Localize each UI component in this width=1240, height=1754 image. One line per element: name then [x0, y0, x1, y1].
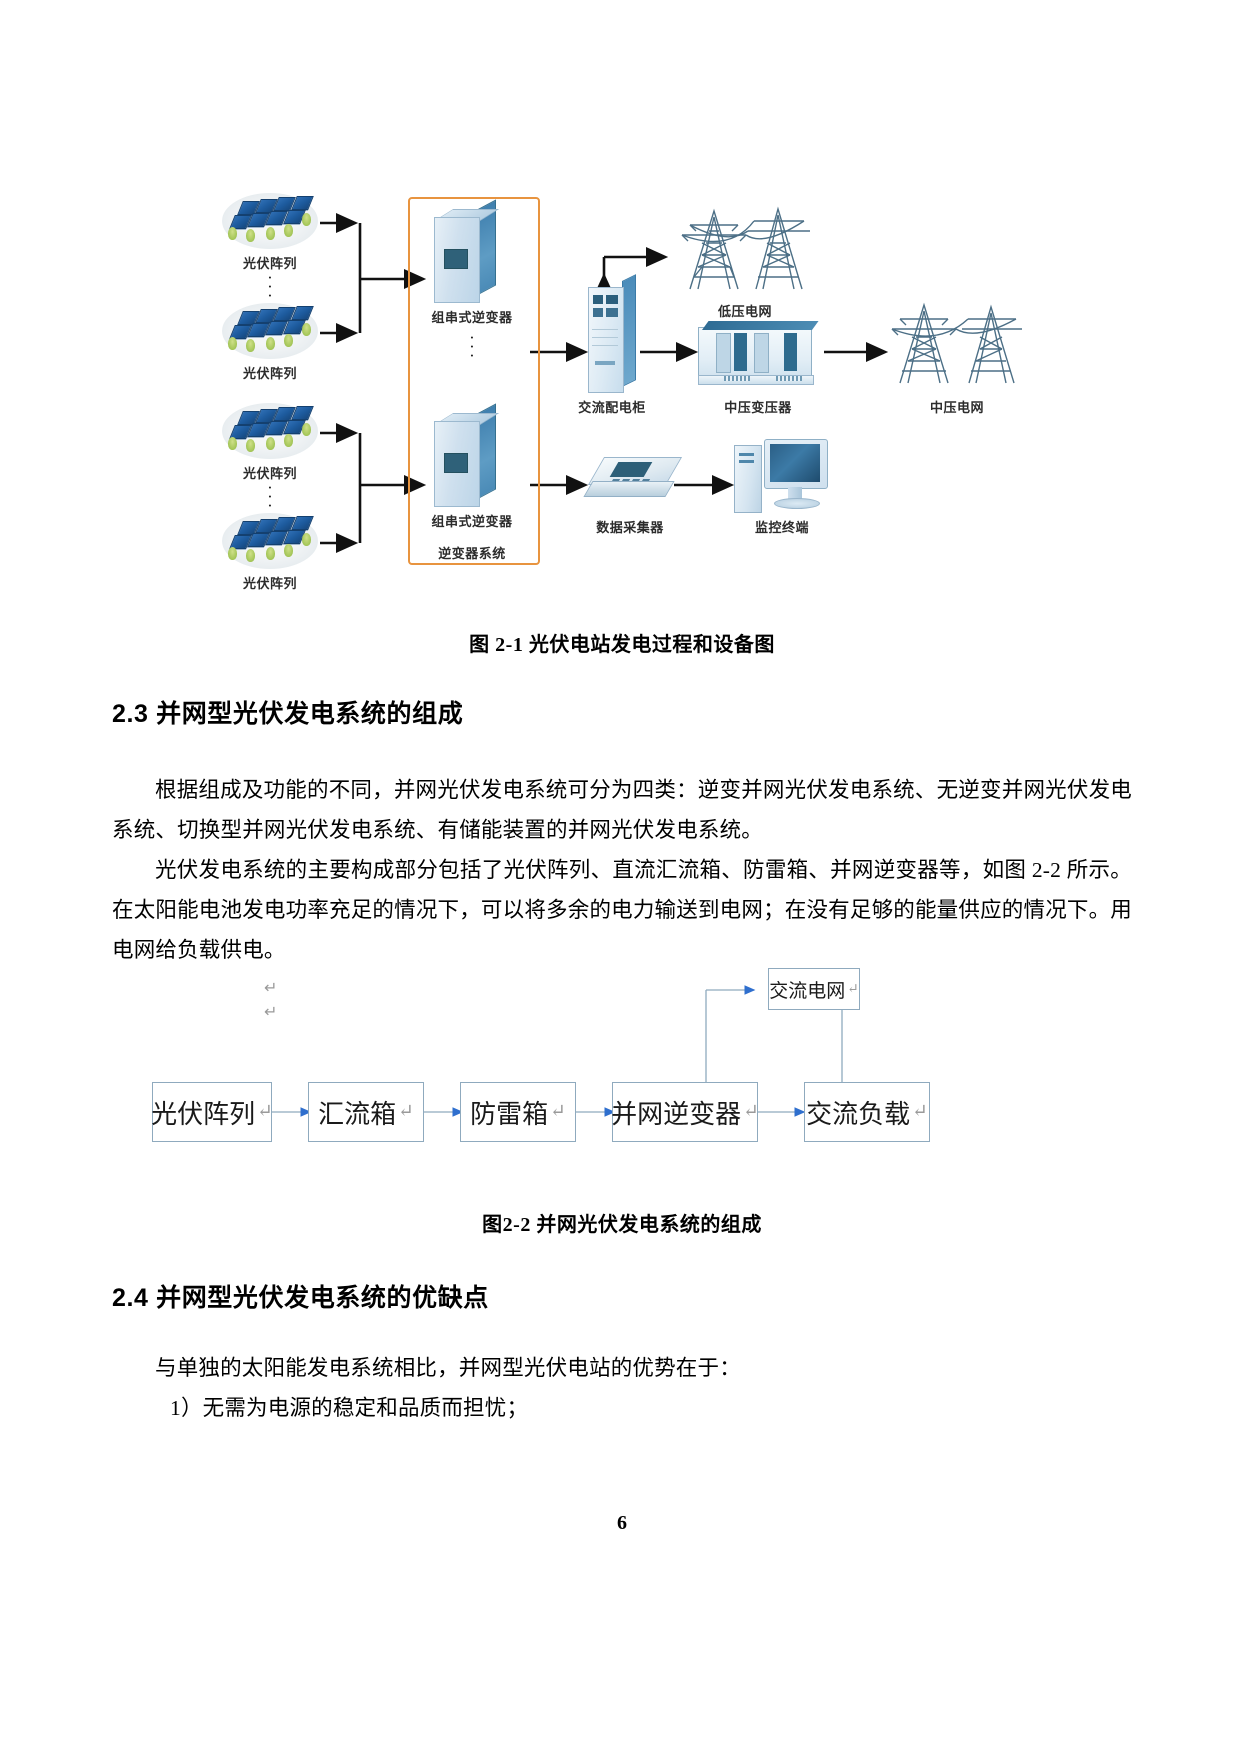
flow-box-combiner-label: 汇流箱: [318, 1099, 397, 1129]
figure-2-1-caption: 图 2-1 光伏电站发电过程和设备图: [469, 634, 775, 656]
monitor-terminal-label: 监控终端: [754, 521, 809, 536]
medium-voltage-transformer-graphic: [698, 317, 819, 389]
figure-2-2-caption: 图2-2 并网光伏发电系统的组成: [482, 1214, 762, 1236]
paragraph-2-4-1: 与单独的太阳能发电系统相比，并网型光伏电站的优势在于：: [155, 1356, 741, 1380]
flow-box-ac-load[interactable]: 交流负载↵: [804, 1082, 930, 1142]
data-logger-label: 数据采集器: [596, 521, 664, 536]
pv-array-ellipsis-1: ···: [267, 268, 273, 305]
flow-box-ac-load-label: 交流负载: [806, 1099, 911, 1129]
medium-voltage-grid-label: 中压电网: [929, 401, 984, 416]
flow-box-lightning[interactable]: 防雷箱↵: [460, 1082, 576, 1142]
flow-box-grid-inverter-label: 并网逆变器: [611, 1099, 742, 1129]
flow-box-ac-grid-label: 交流电网: [769, 980, 846, 1002]
inverter-system-label: 逆变器系统: [438, 547, 506, 562]
flow-box-pv-array[interactable]: 光伏阵列↵: [151, 1082, 273, 1142]
figure-2-2-flowchart: ↵ ↵: [112, 960, 1132, 1190]
list-item-2-4-1: 1）无需为电源的稳定和品质而担忧；: [170, 1396, 529, 1420]
pv-array-label-1: 光伏阵列: [242, 257, 297, 272]
pv-array-graphic-3: [222, 403, 318, 459]
flow-box-lightning-mark: ↵: [550, 1101, 566, 1122]
pv-array-label-4: 光伏阵列: [242, 577, 297, 592]
pv-array-ellipsis-2: ···: [267, 478, 273, 515]
flow-box-ac-load-mark: ↵: [912, 1101, 928, 1122]
string-inverter-label-2: 组串式逆变器: [431, 515, 513, 530]
flow-box-pv-array-label: 光伏阵列: [151, 1099, 256, 1129]
figure-2-1-illustration: 光伏阵列 ··· 光伏阵列: [212, 185, 1022, 592]
medium-voltage-grid-pylon-graphic: [891, 302, 1022, 384]
flow-box-grid-inverter[interactable]: 并网逆变器↵: [611, 1082, 759, 1142]
flow-box-lightning-label: 防雷箱: [470, 1099, 549, 1129]
flow-box-ac-grid-mark: ↵: [847, 981, 859, 996]
heading-2-3: 2.3 并网型光伏发电系统的组成: [112, 700, 464, 728]
inverter-system-frame: [408, 197, 540, 565]
medium-voltage-transformer-label: 中压变压器: [724, 401, 792, 416]
inverter-ellipsis: ···: [469, 328, 475, 365]
pv-array-graphic-4: [222, 513, 318, 569]
pv-array-graphic-1: [222, 193, 318, 249]
ac-distribution-cabinet-graphic: [588, 274, 636, 393]
figure-2-1-connectors: [320, 212, 889, 554]
string-inverter-graphic-1: [434, 199, 500, 303]
flow-box-pv-array-mark: ↵: [257, 1101, 273, 1122]
string-inverter-graphic-2: [434, 403, 500, 507]
monitor-terminal-graphic: [734, 437, 830, 521]
return-mark-1: ↵: [264, 978, 278, 997]
pv-array-graphic-2: [222, 303, 318, 359]
page-content: 光伏阵列 ··· 光伏阵列: [112, 0, 1132, 1754]
flow-box-combiner[interactable]: 汇流箱↵: [308, 1082, 424, 1142]
low-voltage-grid-label: 低压电网: [717, 305, 772, 320]
data-logger-graphic: [583, 457, 683, 499]
flow-box-grid-inverter-mark: ↵: [743, 1101, 759, 1122]
page-number: 6: [617, 1512, 627, 1534]
return-mark-2: ↵: [264, 1002, 278, 1021]
paragraph-2-3-1: 根据组成及功能的不同，并网光伏发电系统可分为四类：逆变并网光伏发电系统、无逆变并…: [112, 778, 1132, 842]
paragraph-2-3-2: 光伏发电系统的主要构成部分包括了光伏阵列、直流汇流箱、防雷箱、并网逆变器等，如图…: [112, 858, 1132, 962]
pv-array-label-2: 光伏阵列: [242, 367, 297, 382]
string-inverter-label-1: 组串式逆变器: [431, 311, 513, 326]
pv-array-label-3: 光伏阵列: [242, 467, 297, 482]
ac-distribution-cabinet-label: 交流配电柜: [578, 401, 646, 416]
figure-2-2-connectors: [272, 985, 843, 1117]
heading-2-4: 2.4 并网型光伏发电系统的优缺点: [112, 1284, 489, 1312]
low-voltage-grid-pylon-graphic: [681, 206, 810, 290]
flow-box-combiner-mark: ↵: [398, 1101, 414, 1122]
flow-box-ac-grid[interactable]: 交流电网↵: [768, 968, 860, 1010]
